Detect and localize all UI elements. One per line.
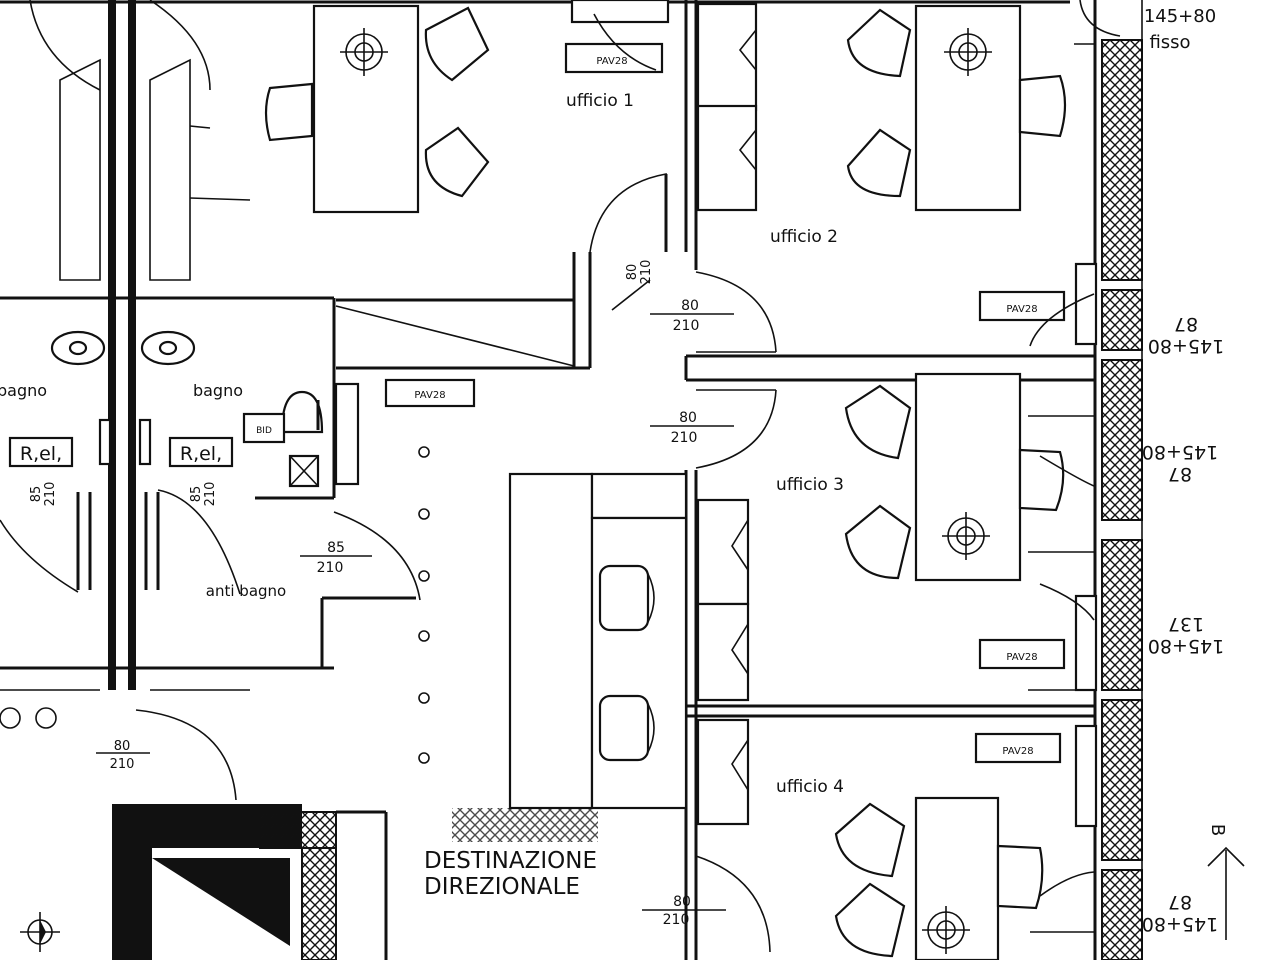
office-4-furniture (696, 718, 1098, 960)
reception-counter (508, 472, 688, 810)
section-arrow-icon (1207, 846, 1245, 940)
office-1-furniture (264, 0, 670, 214)
svg-text:80: 80 (673, 894, 691, 910)
office-3-furniture (696, 372, 1098, 702)
pav-tags: PAV28 PAV28 PAV28 PAV28 PAV28 (384, 56, 1038, 757)
room-label-ufficio-1: ufficio 1 (566, 91, 634, 111)
window-dimensions: 145+80 fisso 87 145+80 145+80 87 137 145… (1142, 6, 1228, 935)
pav-tag: PAV28 (596, 56, 627, 67)
svg-text:210: 210 (671, 430, 698, 446)
svg-text:210: 210 (110, 757, 135, 772)
svg-text:210: 210 (673, 318, 700, 334)
svg-text:210: 210 (317, 560, 344, 576)
pav-tag: PAV28 (1006, 652, 1037, 663)
office-2-furniture (696, 0, 1121, 347)
rel-tag-right: R,el, (180, 443, 222, 465)
room-label-ufficio-2: ufficio 2 (770, 227, 838, 247)
svg-text:85: 85 (327, 540, 345, 556)
svg-text:87: 87 (1168, 463, 1192, 485)
svg-text:fisso: fisso (1149, 32, 1190, 53)
svg-text:87: 87 (1174, 313, 1198, 335)
room-label-bagno-left: bagno (0, 381, 47, 400)
destination-label: DESTINAZIONE DIREZIONALE (424, 808, 598, 900)
svg-text:80: 80 (681, 298, 699, 314)
svg-text:80: 80 (679, 410, 697, 426)
room-label-ufficio-4: ufficio 4 (776, 777, 844, 797)
svg-text:145+80: 145+80 (1142, 913, 1218, 935)
pav-tag: PAV28 (1002, 746, 1033, 757)
destination-line-2: DIREZIONALE (424, 874, 580, 900)
svg-text:80: 80 (625, 264, 640, 281)
rel-tag-left: R,el, (20, 443, 62, 465)
exterior-wall-right (1093, 0, 1143, 960)
svg-text:85: 85 (189, 486, 204, 503)
sink-tag: BID (256, 426, 272, 436)
room-label-bagno-right: bagno (193, 381, 243, 400)
top-left-fixtures (29, 0, 251, 281)
door-dimensions: 80 210 80 210 80 210 85 210 85 210 85 21… (29, 260, 734, 928)
corridor-walls (335, 0, 1095, 960)
room-label-antibagno: anti bagno (206, 582, 286, 600)
pav-tag: PAV28 (414, 390, 445, 401)
svg-text:145+80: 145+80 (1148, 635, 1224, 657)
svg-text:80: 80 (114, 739, 131, 754)
north-arrow-icon (20, 912, 60, 952)
bathroom-block (0, 0, 421, 690)
svg-text:85: 85 (29, 486, 44, 503)
svg-text:B: B (1207, 824, 1228, 836)
svg-text:145+80: 145+80 (1148, 335, 1224, 357)
svg-text:210: 210 (663, 912, 690, 928)
room-label-ufficio-3: ufficio 3 (776, 475, 844, 495)
destination-line-1: DESTINAZIONE (424, 848, 597, 874)
pav-tag: PAV28 (1006, 304, 1037, 315)
stair-shaft (0, 689, 388, 960)
column-dots (418, 446, 430, 764)
svg-text:145+80: 145+80 (1144, 6, 1216, 27)
svg-text:210: 210 (43, 482, 58, 507)
svg-text:210: 210 (203, 482, 218, 507)
svg-text:137: 137 (1168, 613, 1204, 635)
svg-text:145+80: 145+80 (1142, 441, 1218, 463)
svg-text:87: 87 (1168, 891, 1192, 913)
svg-text:210: 210 (639, 260, 654, 285)
